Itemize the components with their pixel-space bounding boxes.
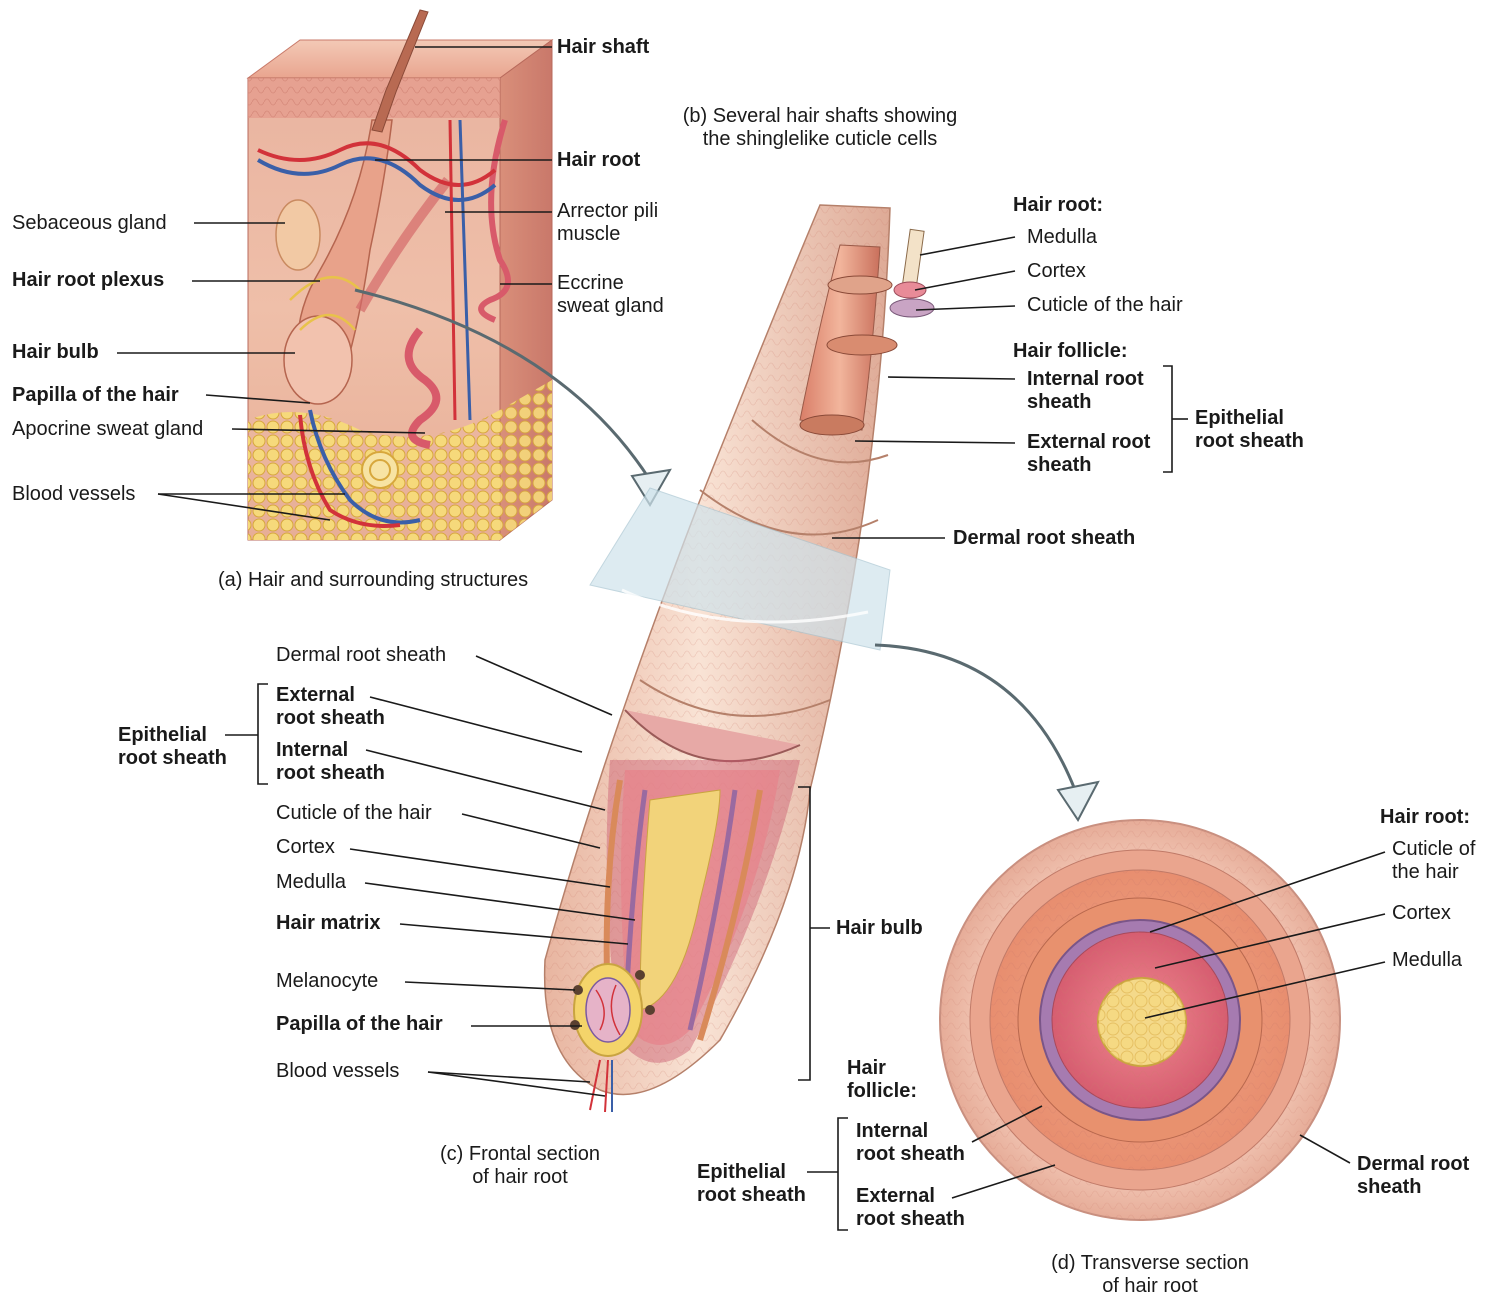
label-line: Internal (856, 1120, 929, 1142)
label-line: External root (1027, 431, 1151, 453)
label-hair-bulb-a: Hair bulb (12, 341, 99, 363)
label-hair-bulb-c: Hair bulb (836, 917, 923, 939)
label-line: sheath (1027, 391, 1092, 413)
label-line: External (856, 1185, 935, 1207)
caption-line: the shinglelike cuticle cells (702, 128, 938, 150)
label-line: Dermal root (1357, 1153, 1470, 1175)
label-dermal-root-sheath-d: Dermal root sheath (1357, 1153, 1469, 1199)
label-cortex-d: Cortex (1392, 902, 1451, 924)
label-external-root-sheath-c: External root sheath (276, 684, 385, 730)
label-line: sheath (1357, 1176, 1422, 1198)
arrow-b-to-d (874, 643, 1077, 791)
label-hair-root-heading-d: Hair root: (1380, 806, 1470, 828)
label-cortex-c: Cortex (276, 836, 335, 858)
label-hair-matrix: Hair matrix (276, 912, 381, 934)
caption-c: (c) Frontal section of hair root (400, 1143, 640, 1189)
label-line: Epithelial (118, 724, 207, 746)
label-line: follicle: (847, 1080, 918, 1102)
label-external-root-sheath-b: External root sheath (1027, 431, 1150, 477)
caption-line: of hair root (1102, 1275, 1198, 1297)
label-cuticle-b: Cuticle of the hair (1027, 294, 1183, 316)
label-line: Cuticle of (1392, 838, 1476, 860)
label-line: External (276, 684, 355, 706)
label-line: sweat gland (557, 295, 664, 317)
caption-line: (d) Transverse section (1051, 1252, 1249, 1274)
label-internal-root-sheath-b: Internal root sheath (1027, 368, 1144, 414)
label-dermal-root-sheath-b: Dermal root sheath (953, 527, 1136, 549)
label-line: Eccrine (557, 272, 624, 294)
label-hair-follicle-heading-d: Hair follicle: (847, 1057, 917, 1103)
label-internal-root-sheath-d: Internal root sheath (856, 1120, 965, 1166)
leader-lines (117, 46, 1386, 1231)
label-melanocyte: Melanocyte (276, 970, 379, 992)
label-medulla-b: Medulla (1027, 226, 1098, 248)
label-cuticle-d: Cuticle of the hair (1392, 838, 1475, 884)
label-line: root sheath (276, 707, 385, 729)
label-line: Internal (276, 739, 349, 761)
label-epithelial-root-sheath-c: Epithelial root sheath (118, 724, 227, 770)
skin-block-illustration (246, 9, 554, 542)
label-line: the hair (1392, 861, 1459, 883)
caption-line: (b) Several hair shafts showing (682, 105, 958, 127)
label-line: sheath (1027, 454, 1092, 476)
label-epithelial-root-sheath-b: Epithelial root sheath (1195, 407, 1304, 453)
label-cortex-b: Cortex (1027, 260, 1086, 282)
label-epithelial-root-sheath-d: Epithelial root sheath (697, 1161, 806, 1207)
label-cuticle-c: Cuticle of the hair (276, 802, 432, 824)
label-blood-vessels-a: Blood vessels (12, 483, 136, 505)
label-line: root sheath (856, 1143, 965, 1165)
label-line: Internal root (1027, 368, 1144, 390)
label-hair-root-heading-b: Hair root: (1013, 194, 1103, 216)
label-internal-root-sheath-c: Internal root sheath (276, 739, 385, 785)
label-line: Arrector pili (557, 200, 659, 222)
caption-d: (d) Transverse section of hair root (1030, 1252, 1270, 1298)
transverse-section-illustration (939, 819, 1341, 1221)
label-line: Epithelial (1195, 407, 1284, 429)
label-papilla-c: Papilla of the hair (276, 1013, 443, 1035)
label-line: root sheath (1195, 430, 1304, 452)
label-medulla-d: Medulla (1392, 949, 1463, 971)
caption-line: (c) Frontal section (439, 1143, 601, 1165)
label-blood-vessels-c: Blood vessels (276, 1060, 400, 1082)
label-dermal-root-sheath-c: Dermal root sheath (276, 644, 447, 666)
label-external-root-sheath-d: External root sheath (856, 1185, 965, 1231)
label-eccrine-sweat-gland: Eccrine sweat gland (557, 272, 664, 318)
label-line: Epithelial (697, 1161, 786, 1183)
label-arrector-pili-muscle: Arrector pili muscle (557, 200, 658, 246)
label-medulla-c: Medulla (276, 871, 347, 893)
label-line: muscle (557, 223, 621, 245)
label-hair-shaft: Hair shaft (557, 36, 650, 58)
label-sebaceous-gland: Sebaceous gland (12, 212, 167, 234)
label-apocrine-sweat-gland: Apocrine sweat gland (12, 418, 204, 440)
label-papilla-a: Papilla of the hair (12, 384, 179, 406)
caption-line: of hair root (472, 1166, 568, 1188)
caption-b: (b) Several hair shafts showing the shin… (660, 105, 980, 151)
label-line: root sheath (697, 1184, 806, 1206)
label-hair-root: Hair root (557, 149, 641, 171)
label-line: root sheath (118, 747, 227, 769)
arrow-a-to-b (354, 288, 652, 481)
label-hair-root-plexus: Hair root plexus (12, 269, 165, 291)
follicle-longitudinal-illustration (543, 204, 935, 1113)
caption-a: (a) Hair and surrounding structures (218, 569, 529, 591)
label-line: root sheath (276, 762, 385, 784)
label-line: root sheath (856, 1208, 965, 1230)
label-line: Hair (847, 1057, 886, 1079)
label-hair-follicle-heading-b: Hair follicle: (1013, 340, 1128, 362)
